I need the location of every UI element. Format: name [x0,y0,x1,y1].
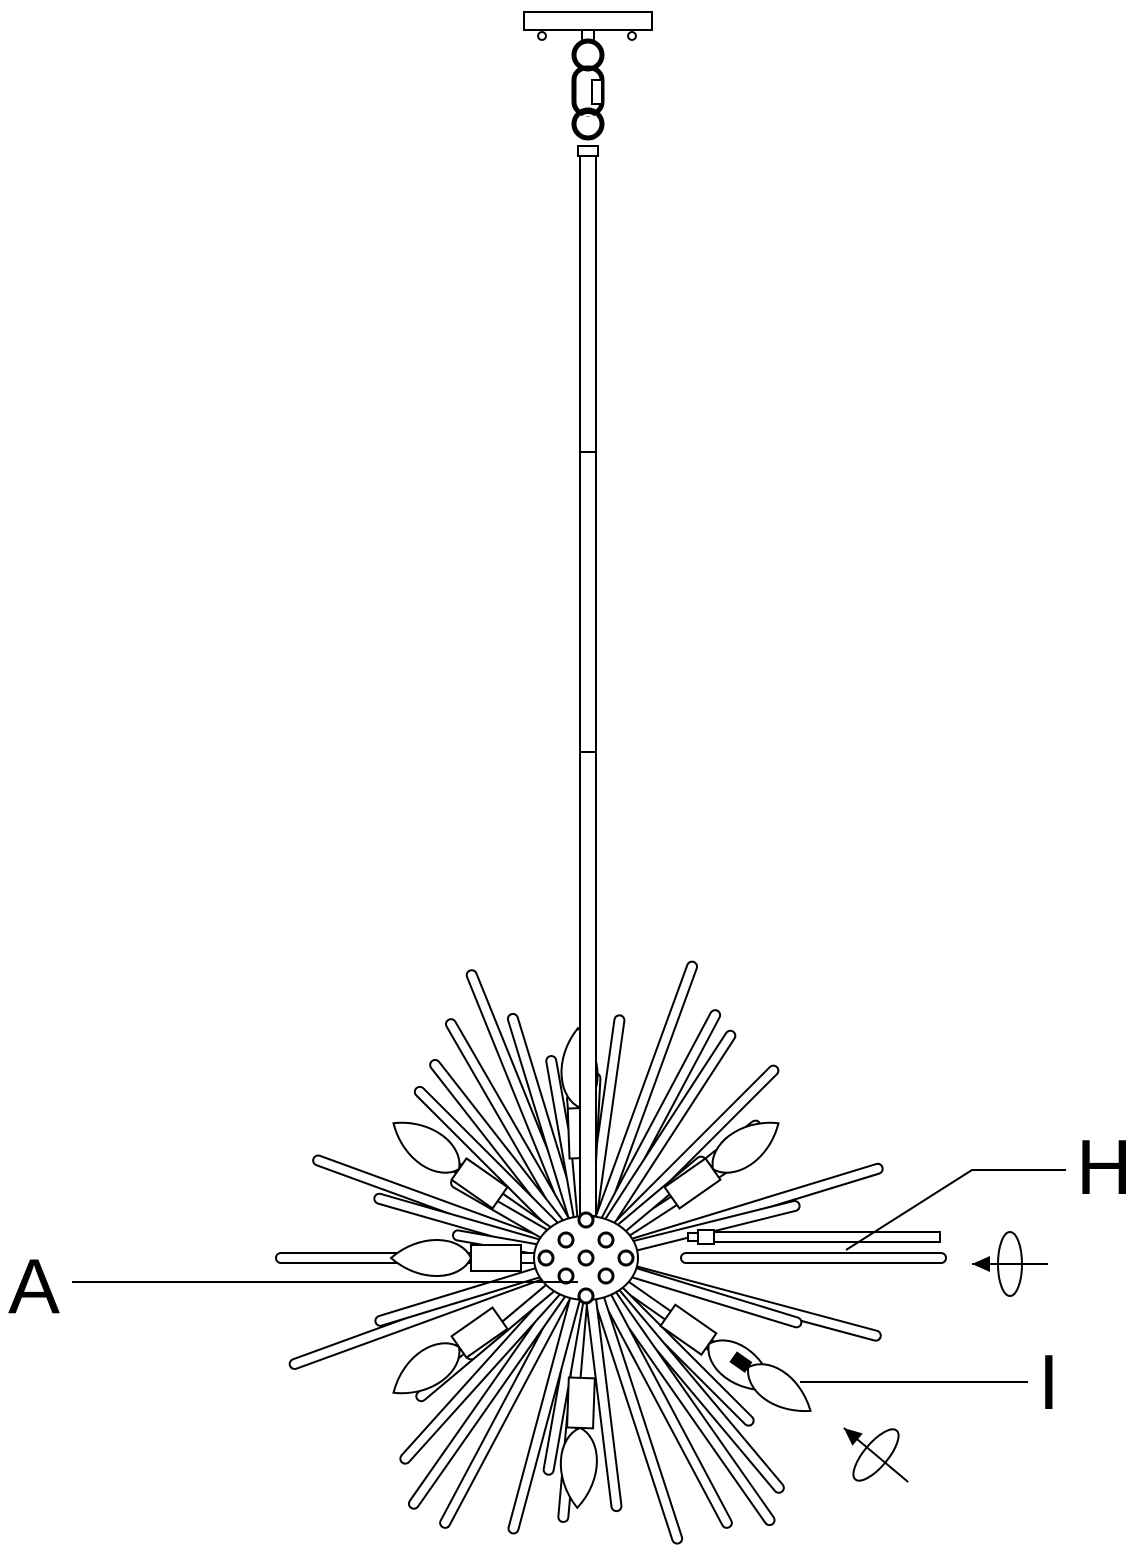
glass-rod [592,1290,684,1545]
glass-rod [445,1018,572,1230]
fixture-body [523,11,941,1412]
rotate-arrow-icon [972,1231,1048,1297]
chain-loop [571,107,605,141]
glass-rod [506,1012,581,1226]
glass-rod [602,1284,776,1527]
link-screw [591,79,603,105]
glass-rod [601,1029,737,1231]
ceiling-canopy [523,11,653,31]
bulb-glass [747,1363,812,1412]
loose-bulb-i [729,1351,812,1412]
candle-bulb [389,1239,522,1277]
glass-rod [598,1009,722,1229]
hub-socket [557,1267,575,1285]
hub-socket [597,1231,615,1249]
hub-socket [597,1267,615,1285]
arrow-head [972,1256,990,1272]
canopy-screw [627,31,637,41]
candle-bulb [392,1121,509,1210]
hub-socket [617,1249,635,1267]
hub-socket [557,1231,575,1249]
bulb-socket [566,1376,596,1430]
bulb-glass [559,1426,598,1510]
callout-label-a: A [8,1242,61,1330]
glass-rod [584,1291,623,1513]
rod-fitting [697,1229,715,1245]
glass-rod [542,1291,586,1476]
glass-rod [373,1192,554,1253]
canopy-screw [537,31,547,41]
loose-rod-h [713,1231,941,1243]
candle-bulbs [389,1026,780,1510]
glass-rod [407,1284,570,1510]
glass-rod [605,1282,785,1494]
candle-bulb [663,1121,780,1210]
rod-fitting [687,1232,699,1242]
callout-label-h: H [1076,1123,1133,1211]
arrow-head [843,1428,863,1446]
glass-rod [608,1280,755,1427]
candle-bulb [392,1306,509,1395]
glass-rod [593,960,699,1227]
glass-rod [598,1287,733,1529]
bulb-glass [392,1121,461,1174]
callout-leaders [72,1169,1066,1383]
callout-label-i: I [1038,1338,1060,1426]
rotation-loop [852,1428,900,1482]
glass-rod [413,1085,564,1236]
bulb-glass [392,1342,461,1395]
glass-rod [618,1263,803,1329]
hub-socket [577,1249,595,1267]
hub-socket [577,1287,595,1305]
rod-cap [577,145,599,157]
candle-bulb [559,1376,598,1510]
rotate-arrow-icon [843,1427,909,1483]
hub-socket [537,1249,555,1267]
glass-rod [451,1229,553,1258]
rotation-loop [997,1231,1023,1297]
glass-rod [618,1199,801,1255]
glass-rod [439,1287,574,1529]
bulb-socket [470,1244,522,1272]
hub-socket [577,1211,595,1229]
glass-rod [429,1058,568,1233]
downrod [579,155,597,1217]
bulb-glass [711,1121,780,1174]
bulb-glass [389,1239,473,1277]
rod-arms [275,960,947,1545]
glass-rod [465,969,578,1227]
glass-rod [608,1064,780,1236]
glass-rod [374,1263,554,1327]
leader-h [845,1169,1066,1251]
glass-rod [507,1290,582,1535]
glass-rod [399,1281,566,1465]
